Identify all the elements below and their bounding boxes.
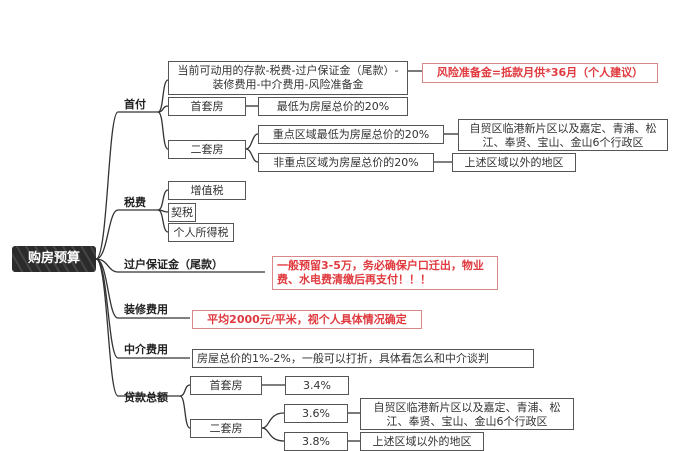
loan-key-area-desc[interactable]: 自贸区临港新片区以及嘉定、青浦、松江、奉贤、宝山、金山6个行政区 bbox=[360, 398, 574, 430]
risk-reserve-note[interactable]: 风险准备金=抵款月供*36月（个人建议） bbox=[422, 63, 658, 83]
loan-first-home-rate[interactable]: 3.4% bbox=[285, 376, 349, 395]
loan-other-area-desc[interactable]: 上述区域以外的地区 bbox=[360, 432, 484, 451]
loan-second-home-rate-key[interactable]: 3.6% bbox=[284, 404, 348, 423]
tax-item[interactable]: 个人所得税 bbox=[168, 223, 234, 242]
down-payment-first-home-value[interactable]: 最低为房屋总价的20% bbox=[258, 97, 408, 116]
non-key-area-rule[interactable]: 非重点区域为房屋总价的20% bbox=[258, 153, 434, 172]
branch-transfer-deposit[interactable]: 过户保证金（尾款） bbox=[124, 258, 223, 271]
tax-item[interactable]: 契税 bbox=[168, 203, 196, 222]
loan-first-home[interactable]: 首套房 bbox=[190, 376, 262, 395]
down-payment-first-home[interactable]: 首套房 bbox=[168, 97, 246, 116]
branch-loan[interactable]: 贷款总额 bbox=[124, 391, 168, 404]
tax-item[interactable]: 增值税 bbox=[168, 181, 246, 200]
root-node[interactable]: 购房预算 bbox=[12, 246, 96, 272]
down-payment-formula[interactable]: 当前可动用的存款-税费-过户保证金（尾款）-装修费用-中介费用-风险准备金 bbox=[168, 61, 408, 95]
branch-down-payment[interactable]: 首付 bbox=[124, 98, 146, 111]
branch-renovation[interactable]: 装修费用 bbox=[124, 303, 168, 316]
renovation-note[interactable]: 平均2000元/平米，视个人具体情况确定 bbox=[192, 310, 422, 329]
key-area-desc[interactable]: 自贸区临港新片区以及嘉定、青浦、松江、奉贤、宝山、金山6个行政区 bbox=[458, 119, 668, 151]
loan-second-home-rate-other[interactable]: 3.8% bbox=[284, 432, 348, 451]
branch-agency[interactable]: 中介费用 bbox=[124, 343, 168, 356]
down-payment-second-home[interactable]: 二套房 bbox=[168, 140, 246, 159]
non-key-area-desc[interactable]: 上述区域以外的地区 bbox=[452, 153, 576, 172]
branch-taxes[interactable]: 税费 bbox=[124, 196, 146, 209]
key-area-rule[interactable]: 重点区域最低为房屋总价的20% bbox=[258, 125, 444, 144]
transfer-deposit-note[interactable]: 一般预留3-5万，务必确保户口迁出，物业费、水电费清缴后再支付！！！ bbox=[272, 256, 498, 290]
agency-note[interactable]: 房屋总价的1%-2%，一般可以打折，具体看怎么和中介谈判 bbox=[192, 349, 534, 368]
loan-second-home[interactable]: 二套房 bbox=[190, 419, 262, 438]
